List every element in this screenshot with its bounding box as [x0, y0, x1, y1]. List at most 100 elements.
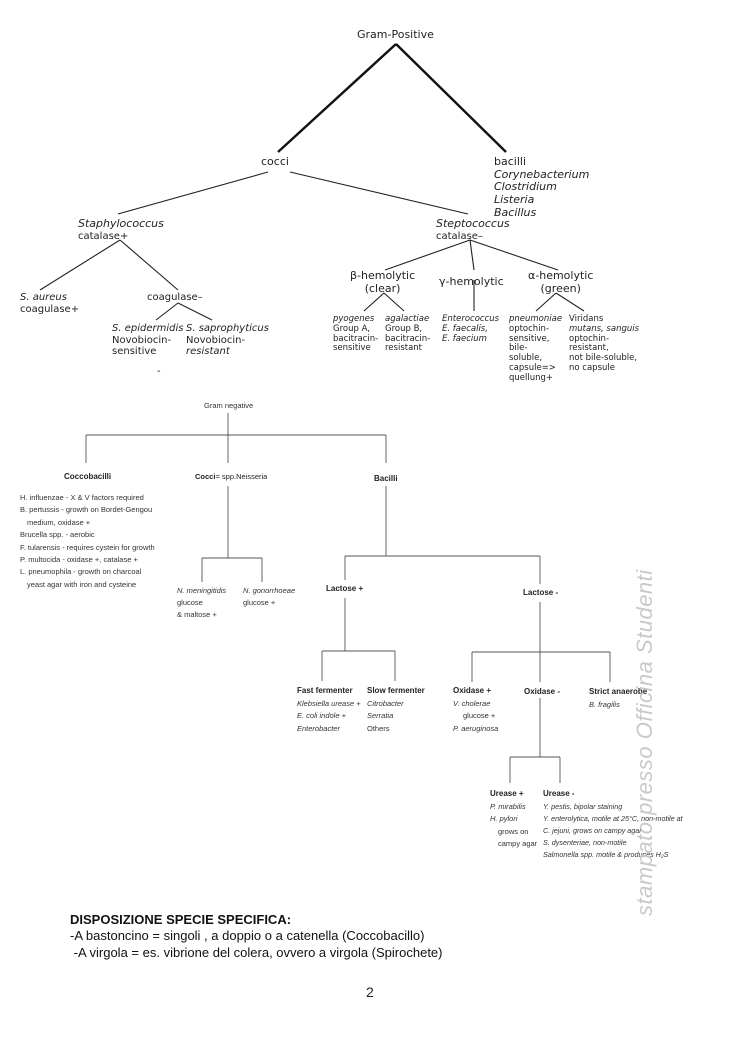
viridans-node: Viridans mutans, sanguis optochin- resis… — [569, 314, 640, 374]
gn-cocci-node: Cocci= spp.Neisseria — [195, 472, 268, 482]
oxidase-positive-list: V. cholerae glucose + P. aeruginosa — [453, 698, 498, 735]
pyogenes-node: pyogenes Group A, bacitracin- sensitive — [333, 314, 379, 354]
viridans-line: not bile-soluble, — [569, 353, 638, 364]
n-gonorrhoeae-node: N. gonorrhoeae glucose + — [243, 585, 295, 609]
gn-cocci-suffix: = spp.Neisseria — [215, 472, 268, 481]
urease-positive-list: P. mirabilis H. pylori grows on campy ag… — [490, 801, 537, 851]
urease-negative-item: Y. enterolytica, motile at 25°C, non-mot… — [543, 813, 683, 823]
s-aureus-node: S. aureus coagulase+ — [20, 292, 79, 315]
notes-block: DISPOSIZIONE SPECIE SPECIFICA: -A baston… — [70, 912, 443, 961]
s-epidermidis-line: Novobiocin- — [112, 334, 172, 346]
alpha-hemolytic-label: α-hemolytic — [528, 269, 594, 282]
beta-hemolytic-node: β-hemolytic (clear) — [350, 269, 415, 295]
agalactiae-line: Group B, — [385, 323, 423, 334]
s-aureus-note: coagulase+ — [20, 303, 80, 315]
gp-cocci-node: cocci — [261, 155, 289, 168]
coccobacilli-item: P. multocida - oxidase +, catalase + — [20, 554, 138, 564]
agalactiae-node: agalactiae Group B, bacitracin- resistan… — [385, 314, 431, 354]
coccobacilli-title: Coccobacilli — [64, 472, 112, 481]
pneumoniae-line: optochin- — [509, 323, 550, 334]
pneumoniae-node: pneumoniae optochin- sensitive, bile- so… — [509, 314, 563, 383]
gp-bacilli-title: bacilli — [494, 155, 526, 168]
watermark: stampato presso Officina Studenti — [632, 569, 657, 916]
alpha-hemolytic-sub: (green) — [540, 281, 581, 295]
fast-fermenter-item: Klebsiella urease + — [297, 699, 361, 708]
staphylococcus-node: Staphylococcus catalase+ — [78, 217, 164, 242]
pyogenes-line: bacitracin- — [333, 333, 379, 344]
pyogenes-line: Group A, — [333, 323, 371, 334]
s-saprophyticus-node: S. saprophyticus Novobiocin- resistant — [186, 323, 269, 358]
stray-dash: - — [157, 366, 161, 377]
gp-bacilli-genus: Bacillus — [494, 205, 537, 219]
coccobacilli-item: medium, oxidase + — [27, 517, 91, 527]
s-epidermidis-name: S. epidermidis — [112, 323, 184, 334]
s-epidermidis-node: S. epidermidis Novobiocin- sensitive — [112, 323, 183, 358]
s-aureus-name: S. aureus — [20, 292, 67, 303]
coccobacilli-item: L. pneumophila - growth on charcoal — [20, 567, 142, 577]
n-meningitidis-line: N. meningitidis — [177, 586, 227, 595]
oxidase-positive-item: V. cholerae — [453, 699, 491, 708]
streptococcus-name: Steptococcus — [436, 217, 510, 230]
urease-negative-list: Y. pestis, bipolar staining Y. enterolyt… — [543, 801, 683, 860]
fast-fermenter-item: E. coli indole + — [297, 711, 346, 721]
slow-fermenter-item: Others — [367, 723, 390, 733]
strict-anaerobe-list: B. fragilis — [589, 699, 620, 711]
coccobacilli-list: H. influenzae - X & V factors required B… — [20, 492, 155, 591]
streptococcus-catalase: catalase– — [436, 230, 483, 242]
enterococcus-line: E. faecium — [442, 333, 487, 344]
urease-negative-item: C. jejuni, grows on campy agar — [543, 825, 642, 835]
staphylococcus-name: Staphylococcus — [78, 217, 164, 230]
viridans-line: mutans, sanguis — [569, 323, 640, 334]
slow-fermenter-item: Citrobacter — [367, 699, 404, 708]
viridans-line: no capsule — [569, 362, 615, 373]
s-saprophyticus-line: resistant — [186, 346, 230, 357]
notes-line: -A bastoncino = singoli , a doppio o a c… — [70, 928, 425, 944]
agalactiae-name: agalactiae — [385, 314, 430, 324]
urease-negative-title: Urease - — [543, 789, 575, 798]
urease-positive-item: P. mirabilis — [490, 802, 526, 811]
strict-anaerobe-item: B. fragilis — [589, 700, 620, 709]
n-meningitidis-line: & maltose + — [177, 610, 217, 619]
coccobacilli-item: B. pertussis - growth on Bordet-Gengou — [20, 505, 153, 515]
pneumoniae-line: bile- — [509, 343, 528, 354]
viridans-line: resistant, — [569, 343, 609, 354]
gamma-hemolytic-node: γ-hemolytic — [439, 275, 504, 288]
alpha-hemolytic-node: α-hemolytic (green) — [528, 269, 594, 295]
staphylococcus-catalase: catalase+ — [78, 230, 129, 242]
gp-bacilli-node: bacilli Corynebacterium Clostridium List… — [494, 155, 589, 219]
n-gonorrhoeae-line: N. gonorrhoeae — [243, 586, 296, 595]
coccobacilli-item: H. influenzae - X & V factors required — [20, 493, 144, 502]
fast-fermenter-item: Enterobacter — [297, 723, 340, 733]
urease-positive-item: campy agar — [498, 839, 538, 849]
coccobacilli-item: Brucella spp. - aerobic — [20, 530, 95, 540]
pneumoniae-line: soluble, — [509, 353, 543, 364]
enterococcus-line: E. faecalis, — [442, 323, 488, 334]
notes-title: DISPOSIZIONE SPECIE SPECIFICA: — [70, 912, 292, 927]
oxidase-positive-item: P. aeruginosa — [453, 723, 499, 733]
gn-bacilli-node: Bacilli — [374, 474, 398, 483]
viridans-name: Viridans — [569, 314, 604, 324]
n-gonorrhoeae-line: glucose + — [243, 598, 276, 607]
coagulase-negative-node: coagulase– — [147, 292, 203, 303]
oxidase-negative-node: Oxidase - — [524, 687, 561, 696]
gp-bacilli-genus: Clostridium — [494, 180, 557, 194]
urease-negative-item: Salmonella spp. motile & produces H₂S — [543, 849, 669, 859]
s-saprophyticus-line: Novobiocin- — [186, 334, 246, 346]
urease-positive-item: H. pylori — [490, 814, 518, 824]
slow-fermenter-list: Citrobacter Serratia Others — [367, 698, 404, 735]
pneumoniae-name: pneumoniae — [509, 314, 563, 324]
coccobacilli-item: F. tularensis - requires cystein for gro… — [20, 542, 155, 552]
oxidase-positive-title: Oxidase + — [453, 686, 492, 695]
beta-hemolytic-sub: (clear) — [364, 281, 401, 295]
enterococcus-node: Enterococcus E. faecalis, E. faecium — [442, 314, 499, 344]
pyogenes-line: sensitive — [333, 343, 371, 354]
s-epidermidis-line: sensitive — [112, 346, 157, 357]
urease-negative-item: S. dysenteriae, non-motile — [543, 837, 627, 847]
agalactiae-line: bacitracin- — [385, 333, 431, 344]
pneumoniae-line: sensitive, — [509, 333, 550, 344]
urease-positive-item: grows on — [498, 826, 529, 836]
pneumoniae-line: quellung+ — [509, 372, 554, 383]
agalactiae-line: resistant — [385, 343, 423, 354]
lactose-negative-node: Lactose - — [523, 588, 559, 597]
